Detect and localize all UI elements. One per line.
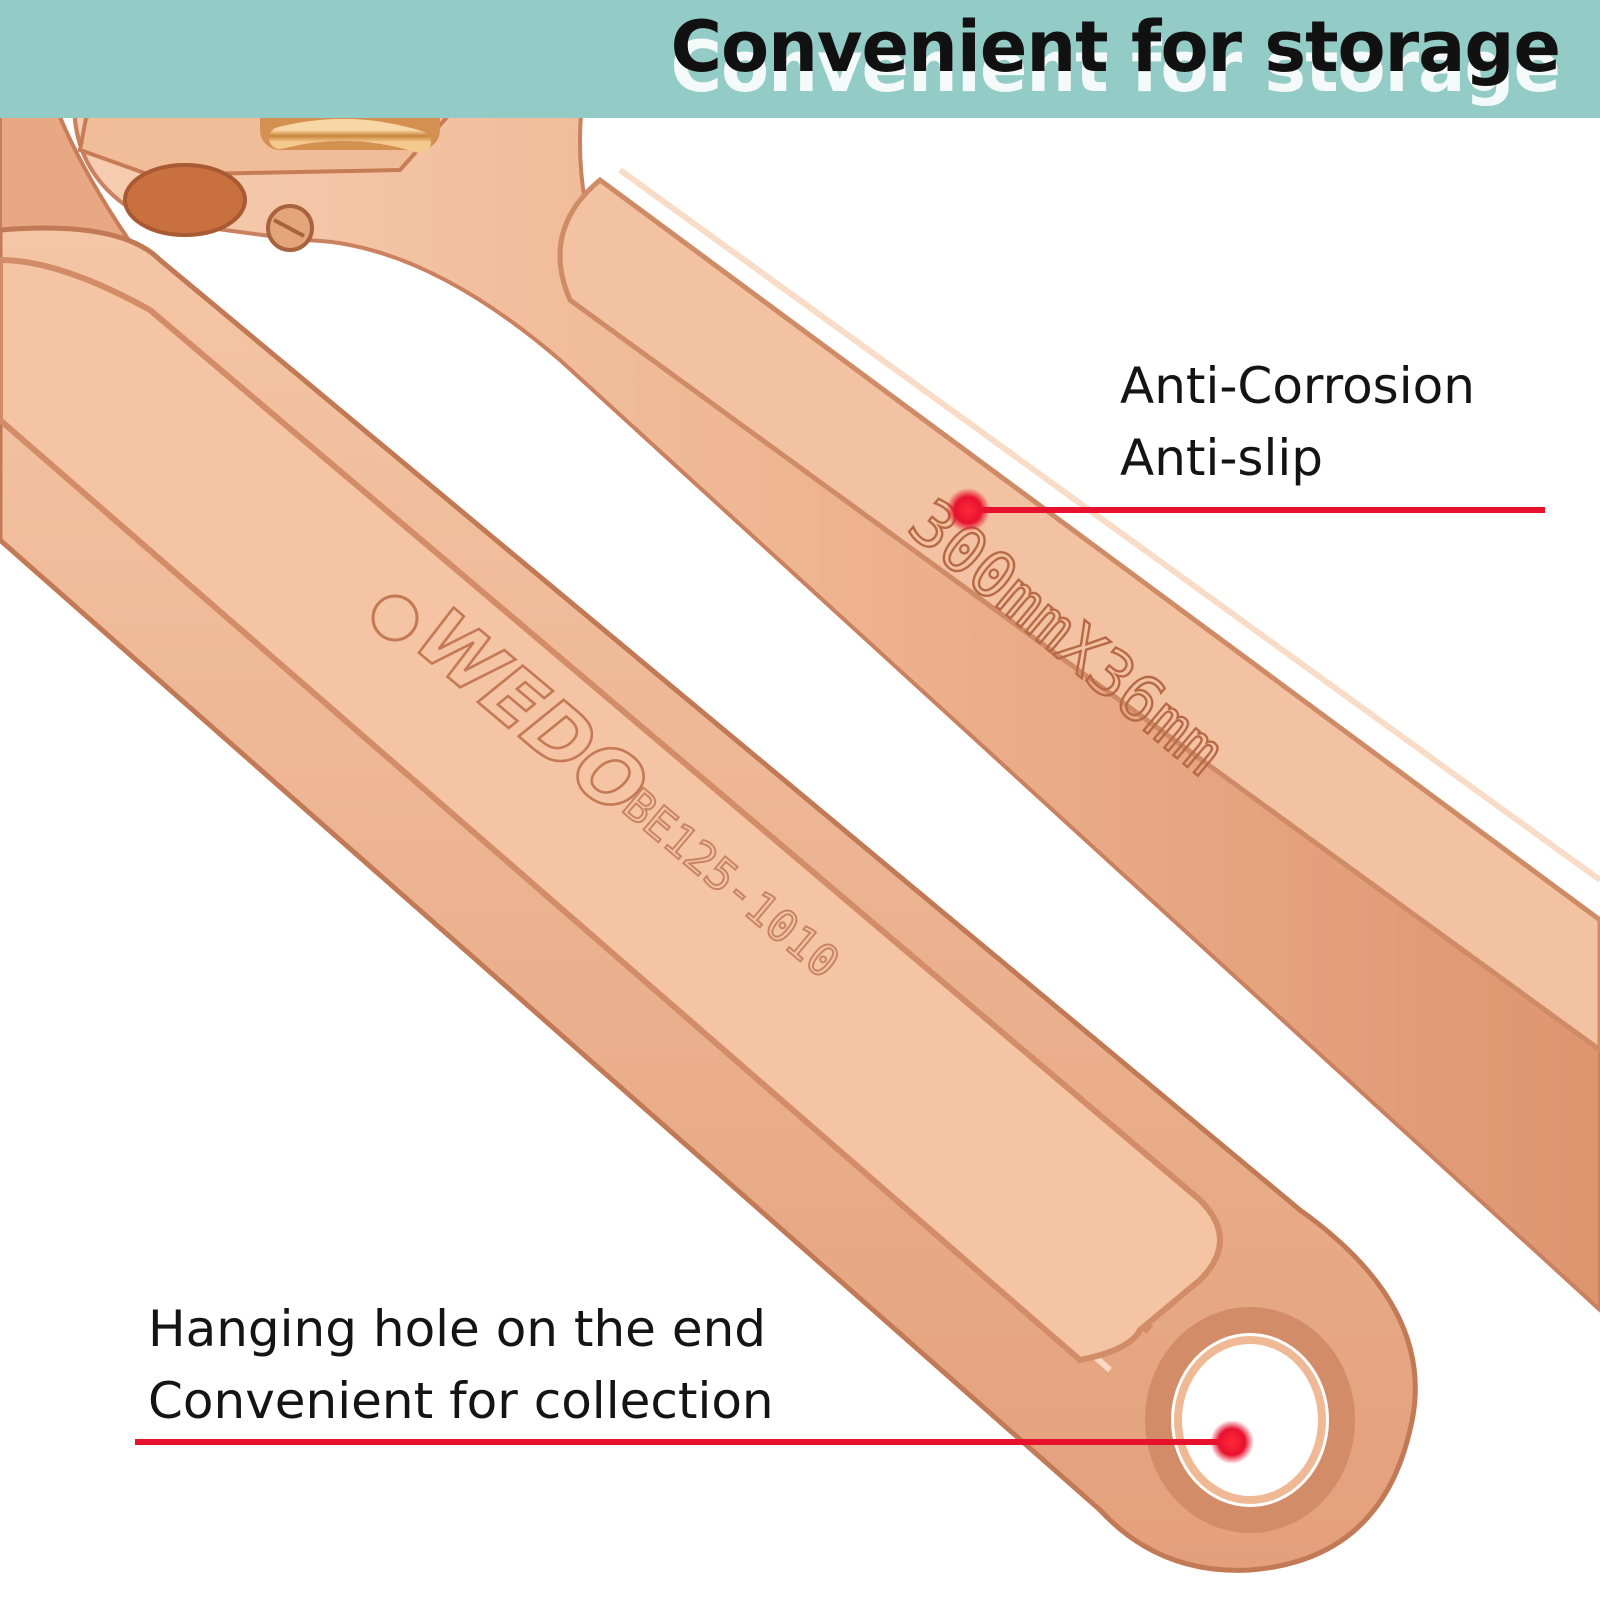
- callout-bottom-dot: [1210, 1420, 1254, 1464]
- callout-top-line-2: Anti-slip: [1120, 429, 1324, 487]
- callout-anti-corrosion: Anti-Corrosion Anti-slip: [1120, 350, 1475, 494]
- callout-top-dot: [946, 488, 990, 532]
- banner-title: Convenient for storage: [670, 6, 1561, 88]
- callout-hanging-hole: Hanging hole on the end Convenient for c…: [148, 1293, 774, 1437]
- brand-emblem: [371, 594, 419, 642]
- callout-top-line-1: Anti-Corrosion: [1120, 357, 1475, 415]
- banner-title-shadow: Convenient for storage: [670, 26, 1561, 108]
- title-banner: Convenient for storage Convenient for st…: [0, 0, 1600, 118]
- callout-bottom-line-2: Convenient for collection: [148, 1372, 774, 1430]
- callout-bottom-line-1: Hanging hole on the end: [148, 1300, 767, 1358]
- lower-wrench: WEDO BE125-1010: [0, 225, 1418, 1573]
